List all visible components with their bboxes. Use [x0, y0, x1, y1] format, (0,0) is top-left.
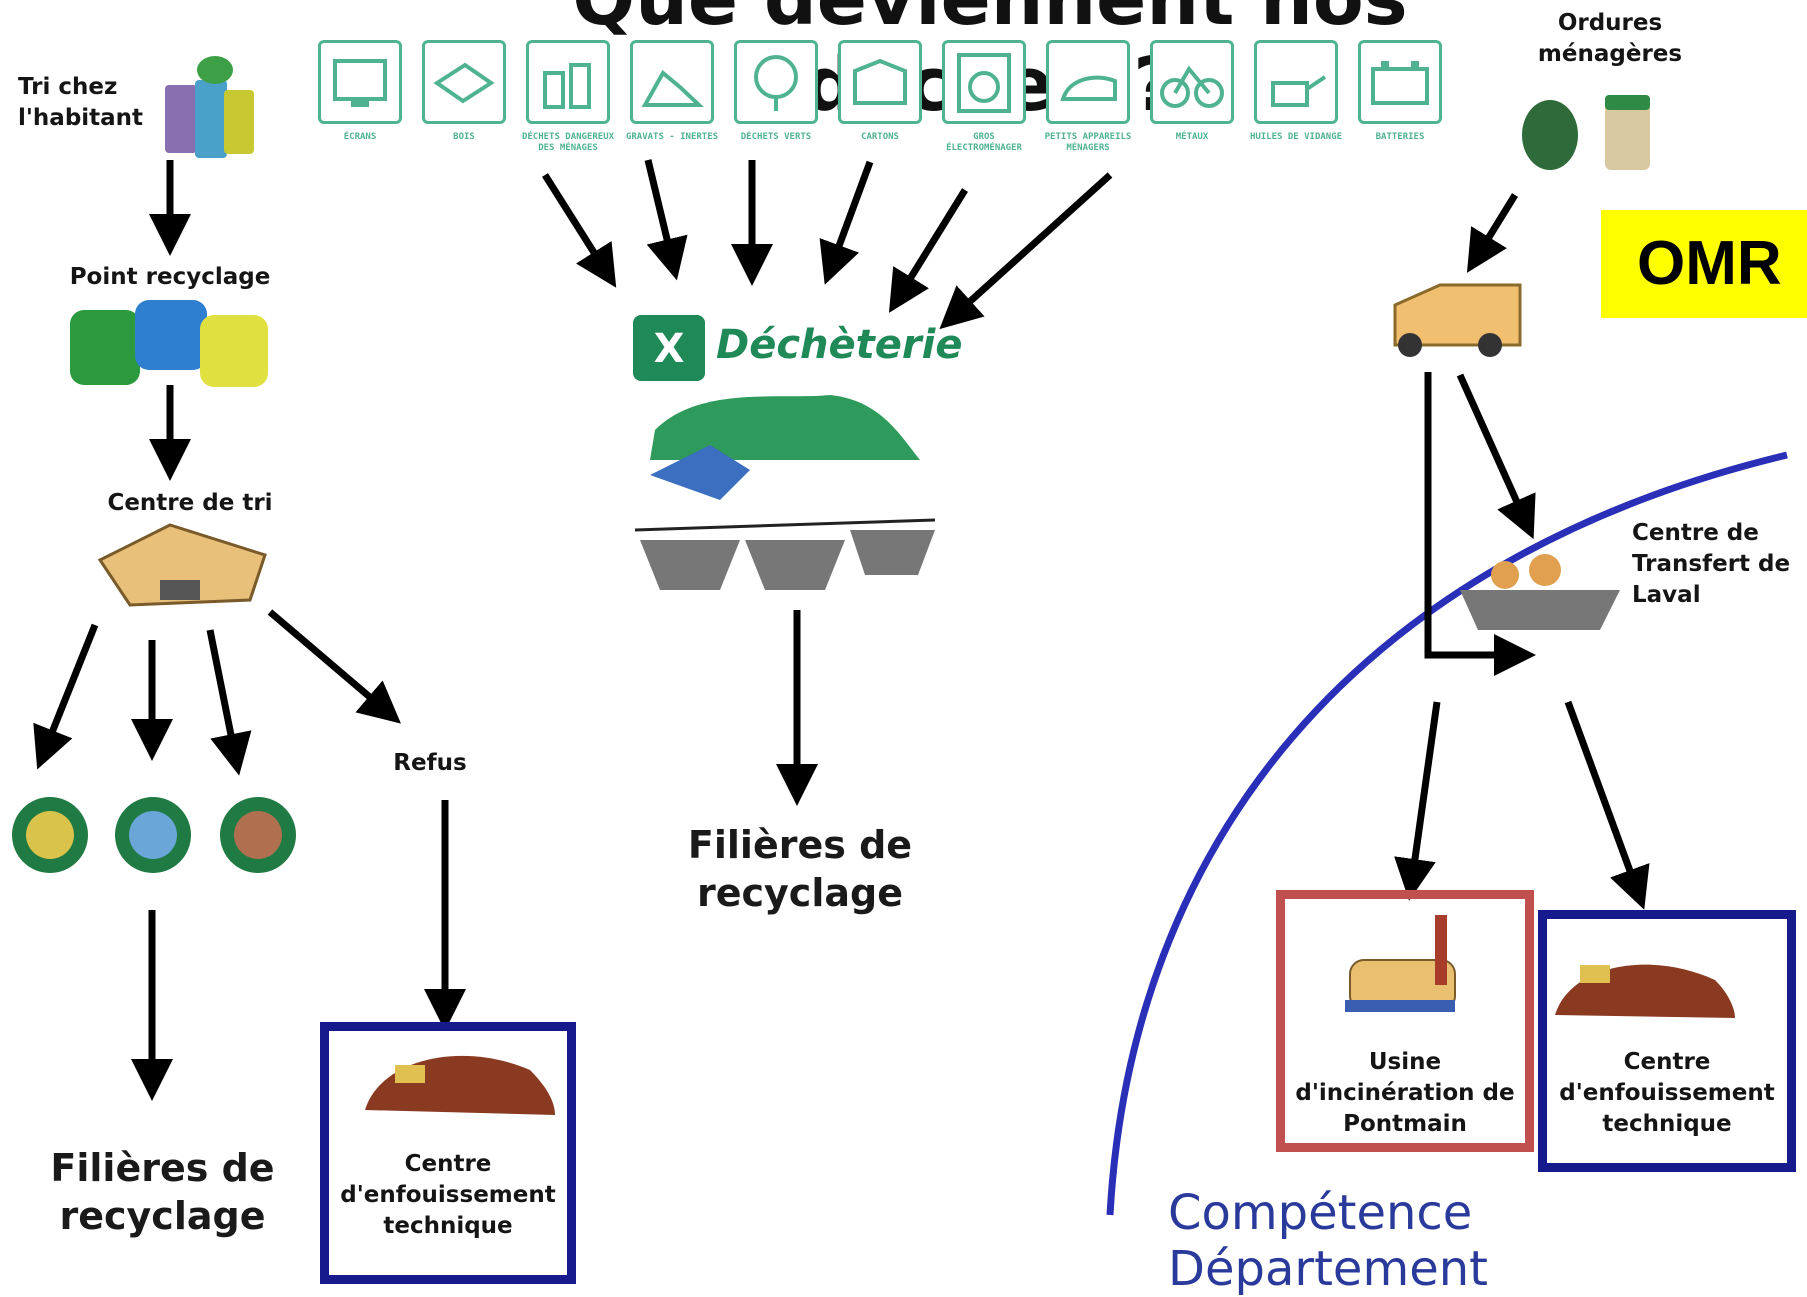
- decheterie-logo: [633, 315, 705, 381]
- arrow-cat-ddm: [542, 173, 617, 288]
- rubble-icon: [630, 40, 714, 124]
- decheterie-illustration: [634, 395, 936, 590]
- category-label: BOIS: [453, 132, 475, 142]
- category-label: DÉCHETS DANGEREUX DES MÉNAGES: [521, 132, 615, 153]
- category-label: MÉTAUX: [1175, 132, 1209, 142]
- usine-incineration-box: Usine d'incinération de Pontmain: [1276, 890, 1534, 1152]
- usine-incineration-label: Usine d'incinération de Pontmain: [1295, 1049, 1515, 1138]
- center-arrows: [542, 159, 1113, 806]
- recycling-containers-illustration: [70, 300, 268, 387]
- arrow-omr-to-truck: [1466, 193, 1518, 273]
- svg-text:X: X: [654, 326, 685, 372]
- arrow-transfert-to-cet: [1564, 700, 1650, 910]
- arrow-truck-to-transfert-direct: [1424, 372, 1536, 676]
- filieres-recyclage-left-label: Filières de recyclage: [50, 1146, 275, 1238]
- cet-left-box: Centre d'enfouissement technique: [320, 1022, 576, 1284]
- pallet-icon: [422, 40, 506, 124]
- chemical-bottles-icon: [526, 40, 610, 124]
- category-label: BATTERIES: [1375, 132, 1425, 142]
- left-arrows: [33, 160, 466, 1101]
- tree-icon: [734, 40, 818, 124]
- cardboard-box-icon: [838, 40, 922, 124]
- omr-highlight: OMR: [1601, 210, 1807, 318]
- recycling-circles: [12, 797, 296, 873]
- category-label: CARTONS: [861, 132, 899, 142]
- incinerator-illustration: [1345, 915, 1456, 1012]
- garbage-truck-illustration: [1393, 283, 1522, 357]
- category-label: PETITS APPAREILS MÉNAGERS: [1044, 132, 1132, 153]
- screen-icon: [318, 40, 402, 124]
- refus-label: Refus: [393, 750, 467, 776]
- household-waste-bags-illustration: [1522, 95, 1650, 170]
- sorting-center-illustration: [97, 523, 267, 607]
- category-label: GROS ÉLECTROMÉNAGER: [946, 132, 1022, 153]
- competence-departement-label: Compétence Département: [1168, 1185, 1488, 1297]
- transfer-center-illustration: [1460, 554, 1620, 630]
- category-label: ÉCRANS: [343, 132, 377, 142]
- arrow-tri-to-refus: [267, 609, 401, 724]
- decheterie-label: Déchèterie: [716, 322, 963, 368]
- bicycle-icon: [1150, 40, 1234, 124]
- cet-right-box: Centre d'enfouissement technique: [1538, 910, 1796, 1172]
- category-label: GRAVATS - INERTES: [625, 132, 719, 142]
- washing-machine-icon: [942, 40, 1026, 124]
- competence-arc: [1106, 451, 1788, 1216]
- tri-habitant-label: Tri chez l'habitant: [18, 74, 144, 132]
- arrow-cat-cartons: [819, 160, 874, 285]
- point-recyclage-label: Point recyclage: [69, 264, 271, 290]
- omr-label: OMR: [1637, 229, 1782, 298]
- category-label: DÉCHETS VERTS: [740, 132, 812, 142]
- arrow-truck-to-transfert: [1456, 373, 1536, 540]
- arrow-cat-gem: [888, 188, 968, 313]
- arrow-tri-to-bin3: [206, 629, 252, 776]
- arrow-transfert-to-usine: [1394, 701, 1441, 901]
- household-bins-illustration: [165, 56, 254, 158]
- filieres-recyclage-center-label: Filières de recyclage: [687, 823, 913, 915]
- centre-transfert-label: Centre de Transfert de Laval: [1632, 520, 1791, 609]
- landfill-illustration-right: [1555, 964, 1735, 1018]
- arrow-tri-to-bin1: [33, 623, 99, 770]
- oil-can-icon: [1254, 40, 1338, 124]
- cet-right-label: Centre d'enfouissement technique: [1559, 1049, 1775, 1138]
- arrow-cat-gravats: [644, 159, 688, 281]
- landfill-illustration-left: [365, 1055, 555, 1115]
- category-label: HUILES DE VIDANGE: [1249, 132, 1343, 142]
- battery-icon: [1358, 40, 1442, 124]
- iron-icon: [1046, 40, 1130, 124]
- centre-tri-label: Centre de tri: [107, 490, 273, 516]
- arrow-cat-pam: [939, 172, 1113, 330]
- ordures-menageres-label: Ordures ménagères: [1537, 10, 1683, 68]
- cet-left-label: Centre d'enfouissement technique: [340, 1151, 556, 1240]
- right-arrows: [1394, 193, 1650, 910]
